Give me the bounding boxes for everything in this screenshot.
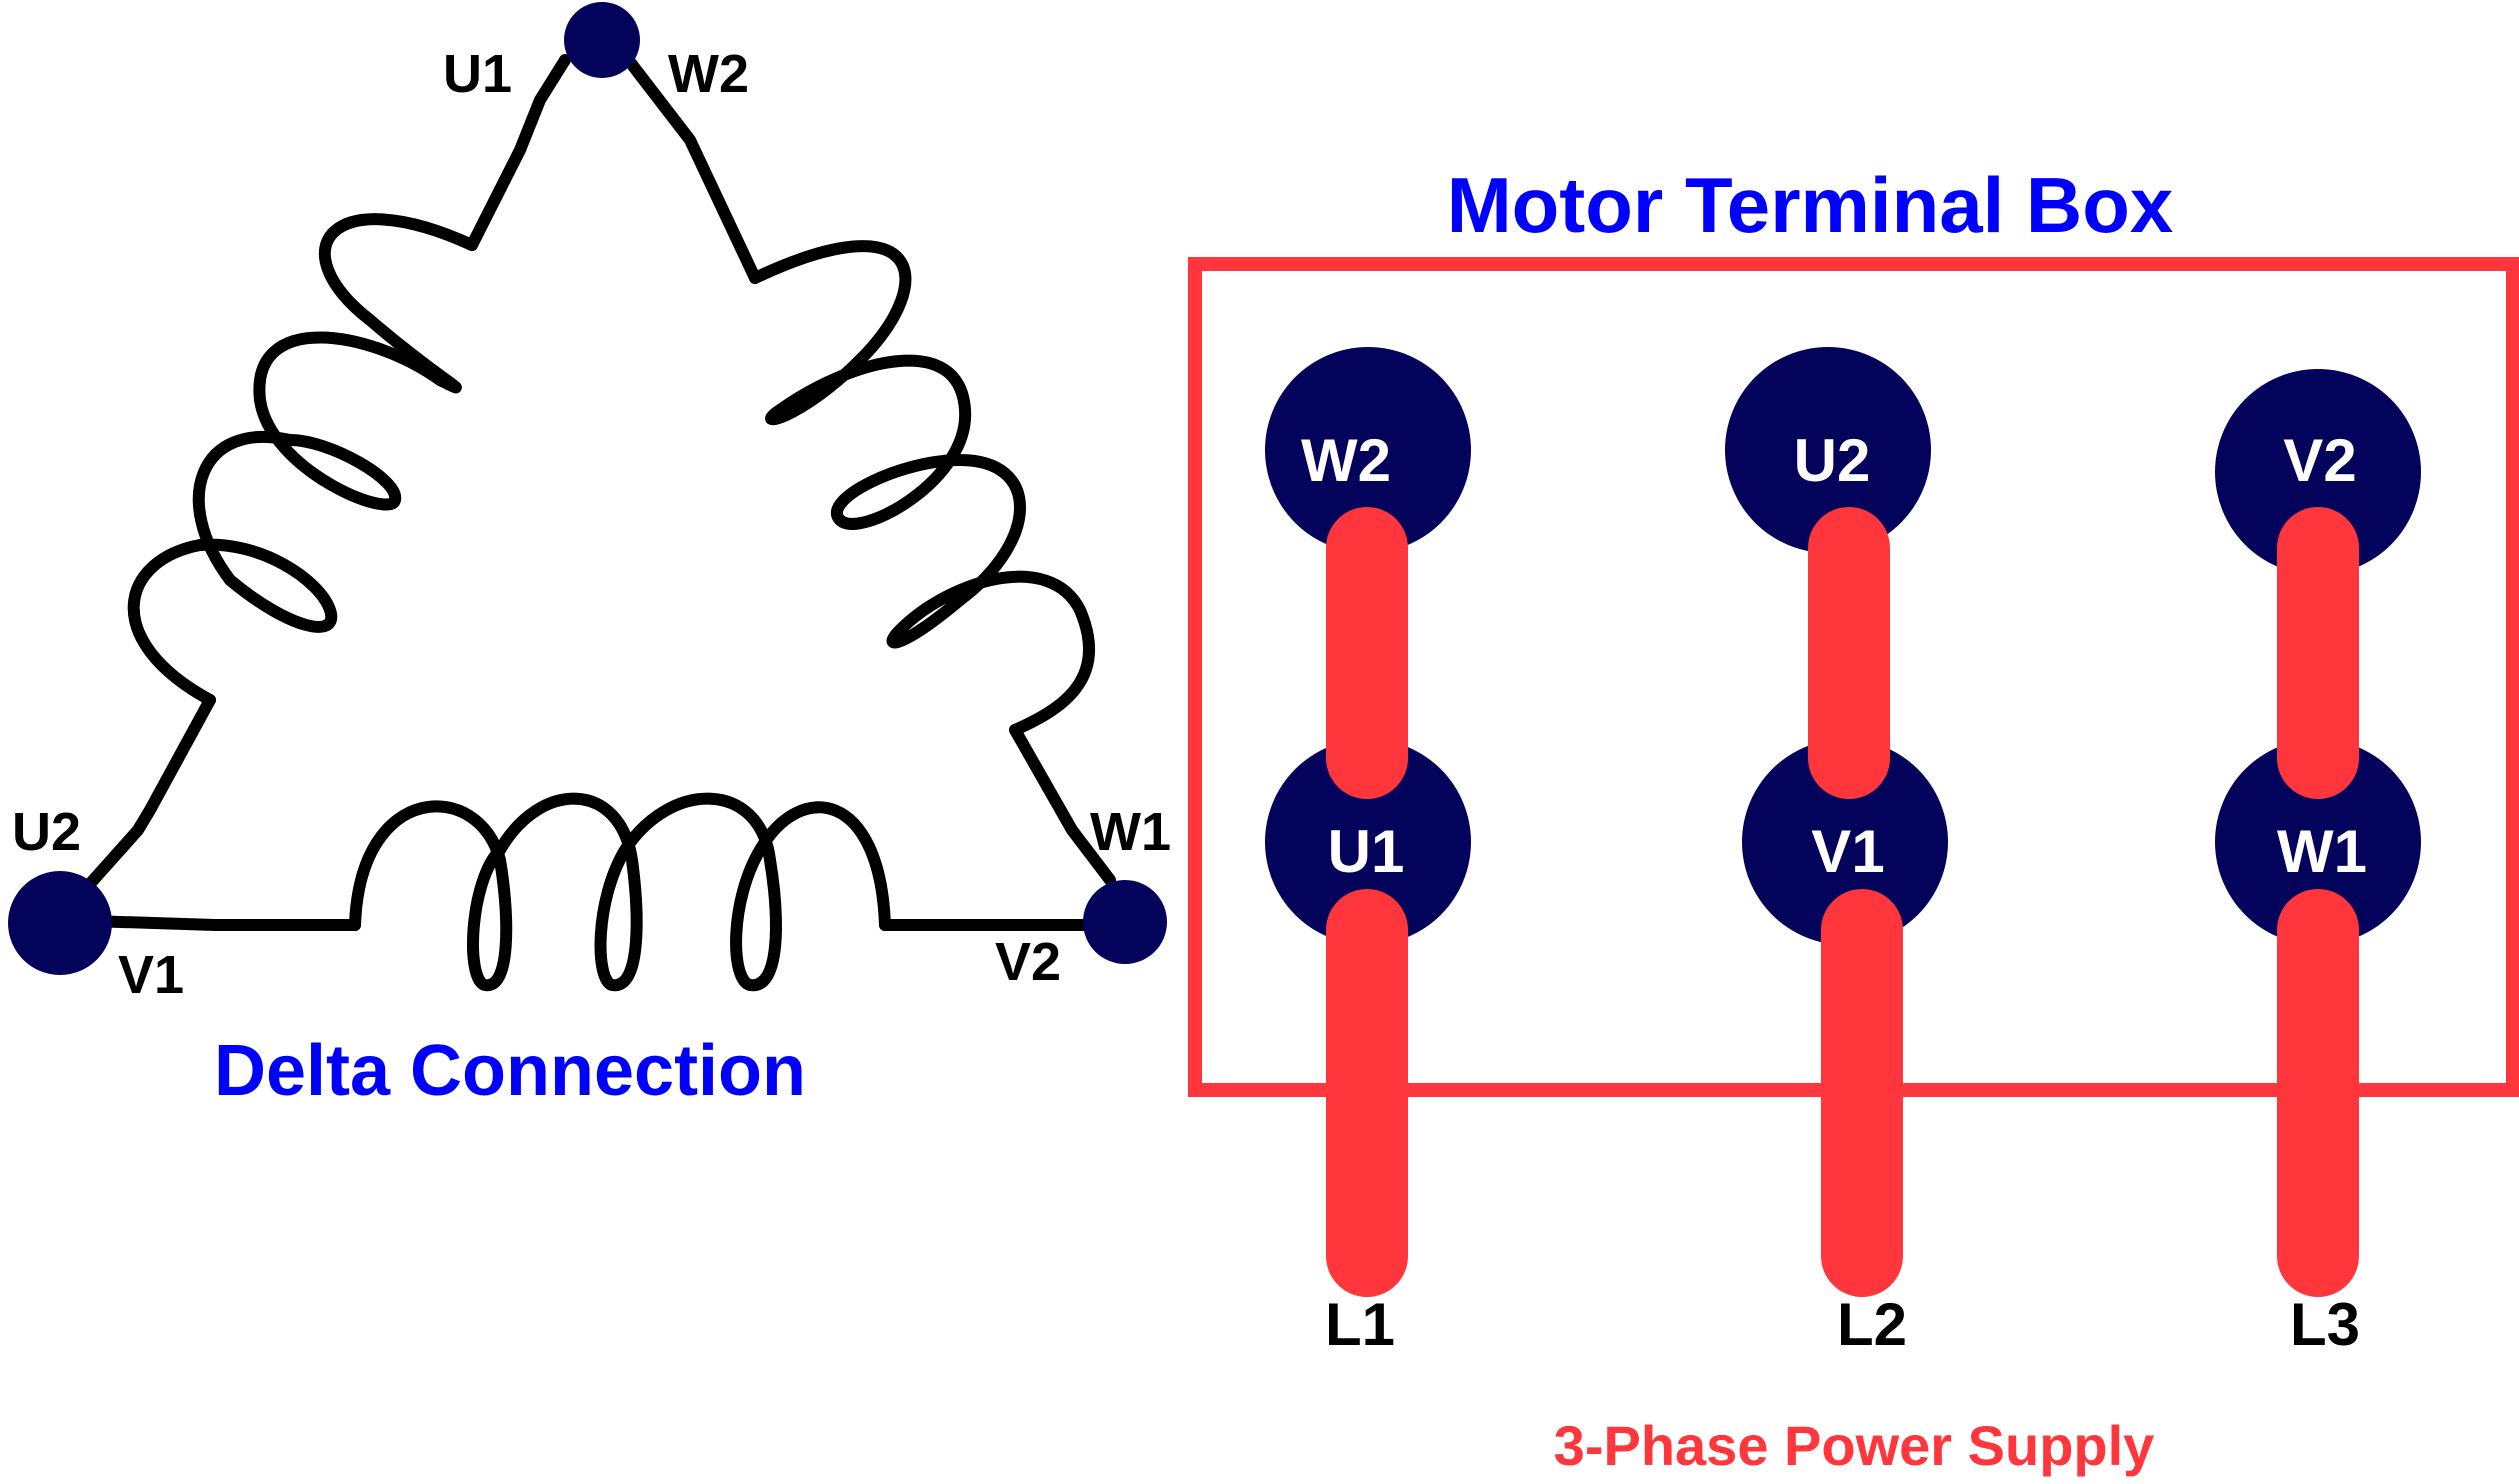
- terminal-stud-v1: [1742, 739, 1948, 945]
- terminal-stud-u2: [1725, 347, 1931, 553]
- delta-winding-diagram: [54, 54, 1126, 992]
- delta-label-w1: W1: [1090, 802, 1171, 862]
- delta-label-v2: V2: [995, 932, 1061, 992]
- winding-w-coil: [749, 240, 1096, 736]
- delta-terminal-right-dot: [1083, 880, 1167, 964]
- terminal-label-w2: W2: [1301, 427, 1391, 494]
- terminal-label-u1: U1: [1328, 818, 1405, 885]
- winding-u-coil: [127, 213, 478, 706]
- terminal-box-title: Motor Terminal Box: [1447, 161, 2174, 249]
- delta-label-u1: U1: [443, 44, 512, 104]
- winding-w-lead-bottom: [1009, 724, 1116, 886]
- supply-label-l2: L2: [1837, 1291, 1907, 1358]
- delta-connection-title: Delta Connection: [214, 1031, 806, 1111]
- winding-w-lead-top: [624, 56, 761, 284]
- supply-label-l1: L1: [1325, 1291, 1395, 1358]
- winding-u-lead-bottom: [74, 694, 216, 901]
- terminal-label-u2: U2: [1794, 427, 1871, 494]
- winding-v-coil: [349, 792, 891, 992]
- terminal-stud-u1: [1265, 739, 1471, 945]
- winding-u-lead-top: [466, 54, 571, 251]
- terminal-stud-w2: [1265, 347, 1471, 553]
- terminal-label-w1: W1: [2277, 818, 2367, 885]
- delta-label-u2: U2: [12, 802, 81, 862]
- terminal-stud-v2: [2215, 369, 2421, 575]
- supply-label-l3: L3: [2290, 1291, 2360, 1358]
- terminal-label-v1: V1: [1811, 818, 1884, 885]
- terminal-label-v2: V2: [2283, 427, 2356, 494]
- delta-label-w2: W2: [668, 44, 749, 104]
- power-supply-caption: 3-Phase Power Supply: [1554, 1414, 2155, 1477]
- delta-terminal-top-dot: [564, 2, 640, 78]
- delta-terminal-left-dot: [8, 871, 112, 975]
- delta-label-v1: V1: [118, 945, 184, 1005]
- terminal-stud-w1: [2215, 739, 2421, 945]
